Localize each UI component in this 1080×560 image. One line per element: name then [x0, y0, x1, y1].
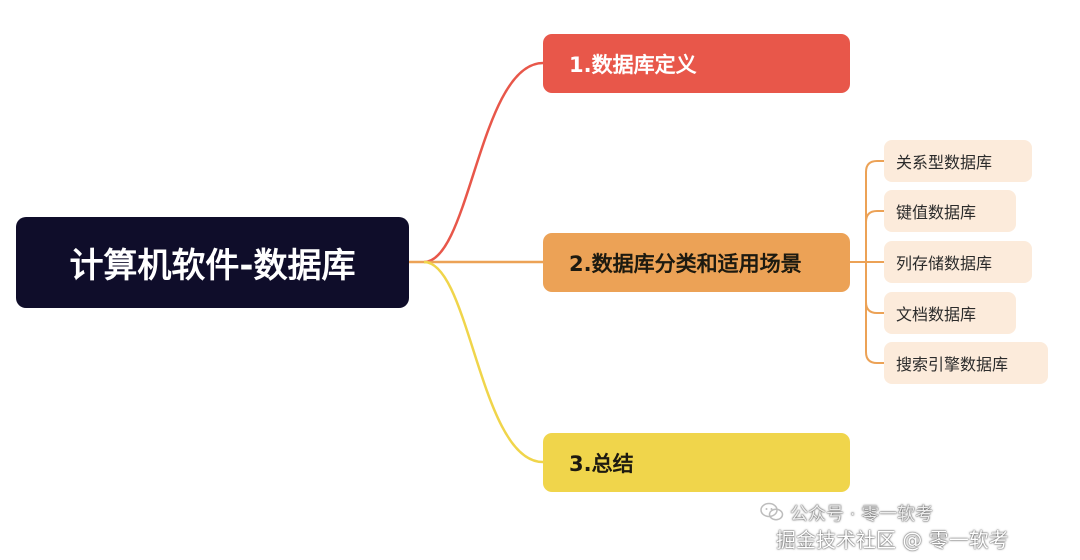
leaf-node-columnar[interactable]: 列存储数据库: [884, 241, 1032, 283]
connector-root-branch-1: [423, 61, 544, 264]
branch-node-label: 3.总结: [569, 451, 634, 476]
connector-leaf-5: [865, 262, 884, 364]
branch-node-3[interactable]: 3.总结: [543, 433, 850, 492]
leaf-node-label: 列存储数据库: [896, 254, 993, 273]
connector-leaf-2: [865, 210, 884, 262]
connector-root-branch-3: [423, 260, 544, 464]
connector-leaf-1: [865, 160, 884, 262]
leaf-node-label: 键值数据库: [896, 203, 977, 222]
branch-node-label: 2.数据库分类和适用场景: [569, 251, 802, 276]
branch-node-1[interactable]: 1.数据库定义: [543, 34, 850, 93]
root-node-label: 计算机软件-数据库: [69, 246, 356, 286]
branch-node-2[interactable]: 2.数据库分类和适用场景: [543, 233, 850, 292]
branch-node-label: 1.数据库定义: [569, 52, 697, 77]
leaf-node-key-value[interactable]: 键值数据库: [884, 190, 1016, 232]
watermark-wechat: 公众号 · 零一软考: [790, 504, 934, 525]
connector-leaf-4: [865, 262, 884, 314]
leaf-node-relational[interactable]: 关系型数据库: [884, 140, 1032, 182]
leaf-node-label: 搜索引擎数据库: [896, 355, 1009, 374]
watermark-juejin: 掘金技术社区 @ 零一软考: [776, 528, 1009, 552]
leaf-node-document[interactable]: 文档数据库: [884, 292, 1016, 334]
leaf-node-label: 关系型数据库: [896, 153, 993, 172]
root-node[interactable]: 计算机软件-数据库: [16, 217, 409, 308]
leaf-node-search-engine[interactable]: 搜索引擎数据库: [884, 342, 1048, 384]
wechat-icon: [760, 502, 784, 521]
leaf-node-label: 文档数据库: [896, 305, 977, 324]
